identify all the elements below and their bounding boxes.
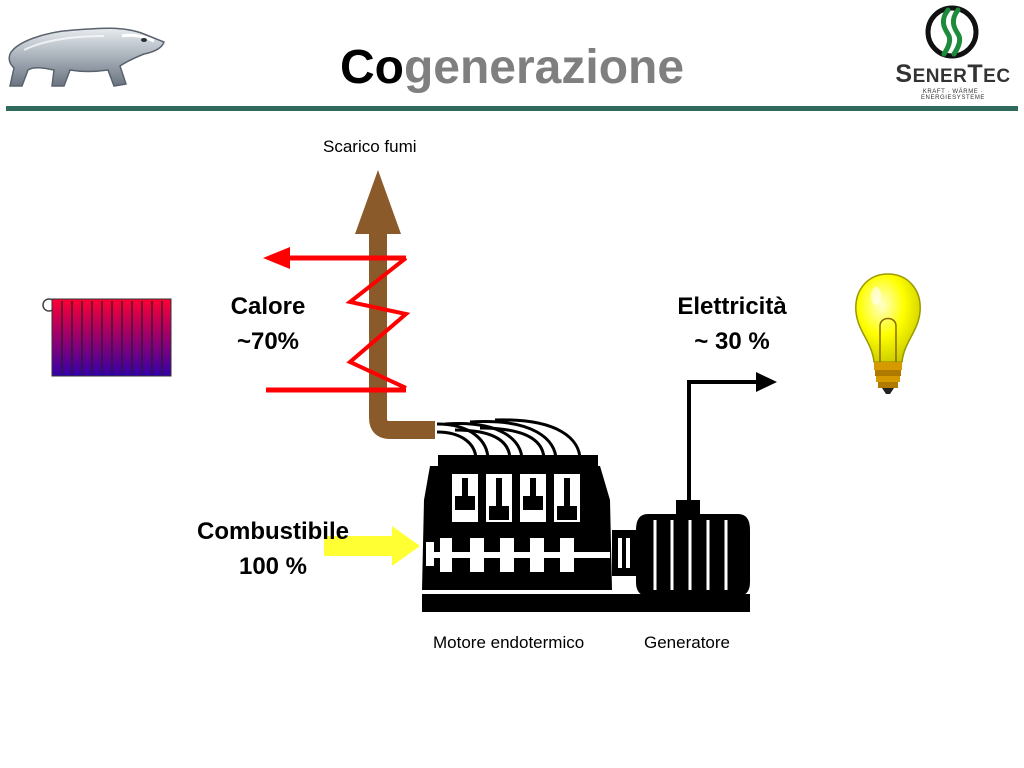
brand-name-ec: EC bbox=[983, 66, 1011, 87]
machine-base bbox=[422, 594, 750, 612]
heat-label: Calore bbox=[230, 293, 306, 320]
brand-name-ener: ENER bbox=[912, 66, 968, 87]
brand-tagline: KRAFT · WÄRME · ENERGIESYSTEME bbox=[920, 89, 986, 101]
generator-icon bbox=[636, 500, 750, 596]
brand-name-t: T bbox=[967, 60, 984, 88]
electricity-arrow bbox=[687, 372, 777, 504]
exhaust-pipe bbox=[355, 170, 435, 439]
brand-name: SENERTEC bbox=[891, 60, 1015, 89]
electricity-label: Elettricità bbox=[677, 293, 787, 320]
heat-value: ~70% bbox=[236, 328, 300, 355]
heat-exchanger bbox=[263, 247, 411, 393]
brand-name-s: S bbox=[895, 60, 913, 88]
fuel-value: 100 % bbox=[238, 553, 308, 580]
senertec-logo-icon bbox=[925, 5, 979, 59]
title-prefix: Co bbox=[339, 41, 404, 94]
electricity-value: ~ 30 % bbox=[694, 328, 770, 355]
slide-title: Cogenerazione bbox=[0, 38, 1024, 98]
header-divider bbox=[6, 106, 1018, 111]
light-bulb-icon bbox=[855, 273, 921, 394]
engine-icon bbox=[422, 418, 636, 590]
badger-logo-icon bbox=[8, 27, 165, 87]
fuel-label: Combustibile bbox=[196, 518, 349, 545]
fuel-arrow bbox=[324, 526, 420, 566]
exhaust-label: Scarico fumi bbox=[323, 137, 417, 156]
radiator-icon bbox=[42, 298, 172, 377]
engine-label: Motore endotermico bbox=[433, 633, 585, 652]
title-suffix: generazione bbox=[403, 41, 685, 94]
generator-label: Generatore bbox=[644, 633, 730, 652]
